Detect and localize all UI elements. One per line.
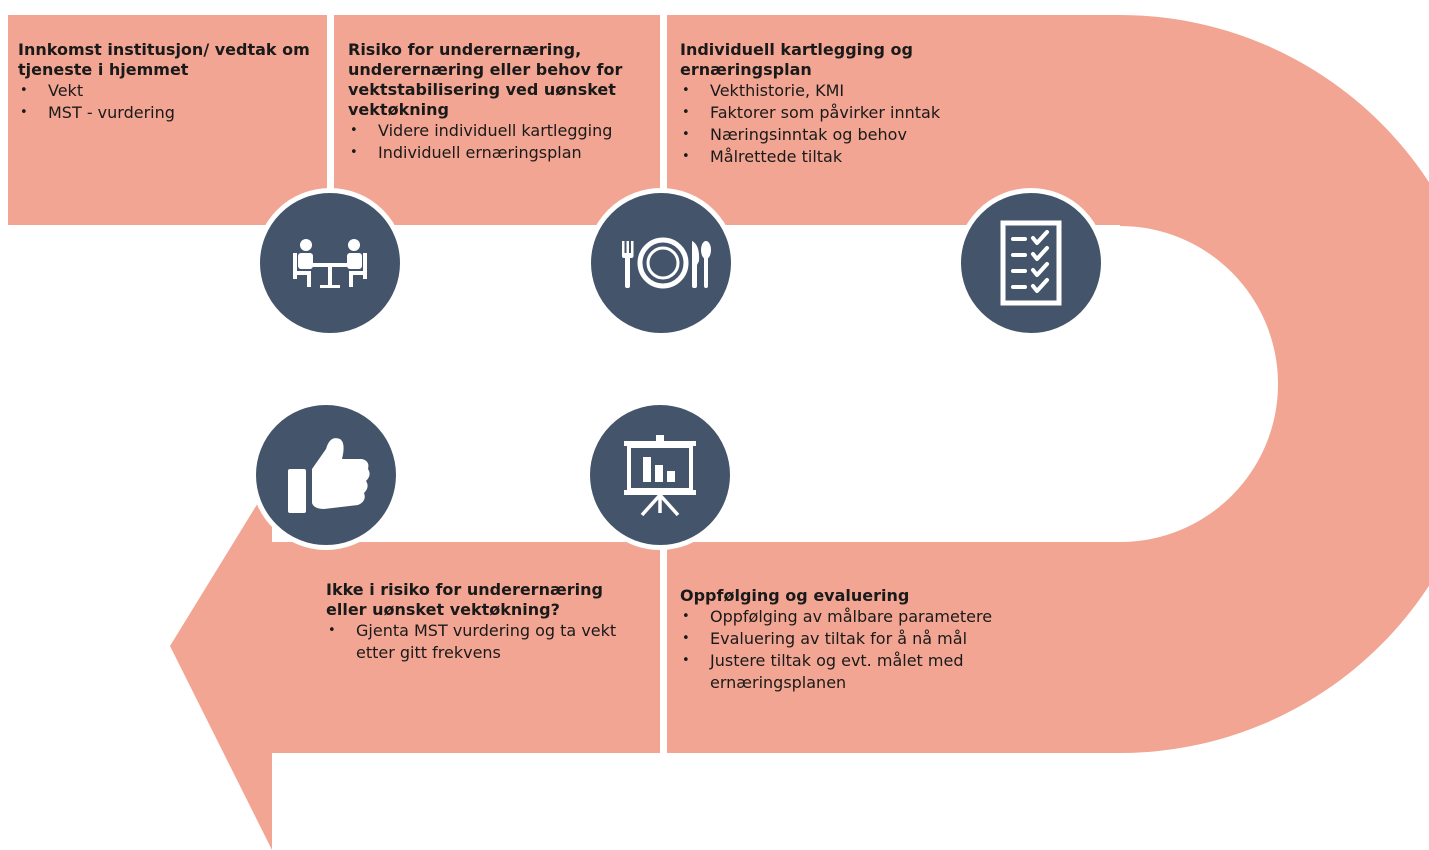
list-item: Justere tiltak og evt. målet med ernærin… (680, 650, 1020, 694)
list-item: Gjenta MST vurdering og ta vekt etter gi… (326, 620, 636, 664)
step-5-box: Ikke i risiko for underernæring eller uø… (326, 580, 636, 664)
band-curve (1120, 15, 1429, 753)
list-item: Evaluering av tiltak for å nå mål (680, 628, 1020, 650)
step-5-circle (251, 400, 401, 550)
step-4-list: Oppfølging av målbare parametere Evaluer… (680, 606, 1020, 694)
step-2-circle (586, 188, 736, 338)
list-item: Individuell ernæringsplan (348, 142, 664, 164)
thumbs-up-icon (288, 438, 370, 513)
step-1-title: Innkomst institusjon/ vedtak om tjeneste… (18, 40, 310, 79)
list-item: Vekt (18, 80, 323, 102)
step-5-list: Gjenta MST vurdering og ta vekt etter gi… (326, 620, 636, 664)
step-4-circle (585, 400, 735, 550)
step-5-title: Ikke i risiko for underernæring eller uø… (326, 580, 603, 619)
separator-3 (660, 538, 667, 758)
list-item: Vekthistorie, KMI (680, 80, 990, 102)
step-2-list: Videre individuell kartlegging Individue… (348, 120, 664, 164)
step-4-box: Oppfølging og evaluering Oppfølging av m… (680, 586, 1020, 694)
step-4-title: Oppfølging og evaluering (680, 586, 910, 605)
step-1-box: Innkomst institusjon/ vedtak om tjeneste… (18, 40, 323, 124)
step-3-list: Vekthistorie, KMI Faktorer som påvirker … (680, 80, 990, 168)
list-item: Næringsinntak og behov (680, 124, 990, 146)
separator-1 (327, 8, 334, 228)
list-item: MST - vurdering (18, 102, 323, 124)
arrow-head (170, 480, 272, 850)
list-item: Målrettede tiltak (680, 146, 990, 168)
presentation-chart-icon (624, 435, 696, 517)
list-item: Faktorer som påvirker inntak (680, 102, 990, 124)
step-3-title: Individuell kartlegging og ernæringsplan (680, 40, 913, 79)
step-2-box: Risiko for underernæring, underernæring … (348, 40, 664, 164)
step-3-circle (956, 188, 1106, 338)
plate-cutlery-icon (622, 237, 711, 289)
step-1-list: Vekt MST - vurdering (18, 80, 323, 124)
list-item: Oppfølging av målbare parametere (680, 606, 1020, 628)
step-2-title: Risiko for underernæring, underernæring … (348, 40, 623, 119)
step-3-box: Individuell kartlegging og ernæringsplan… (680, 40, 990, 168)
meeting-icon (293, 239, 367, 288)
step-1-circle (255, 188, 405, 338)
separator-2 (660, 8, 667, 228)
list-item: Videre individuell kartlegging (348, 120, 664, 142)
checklist-icon (1000, 220, 1062, 306)
